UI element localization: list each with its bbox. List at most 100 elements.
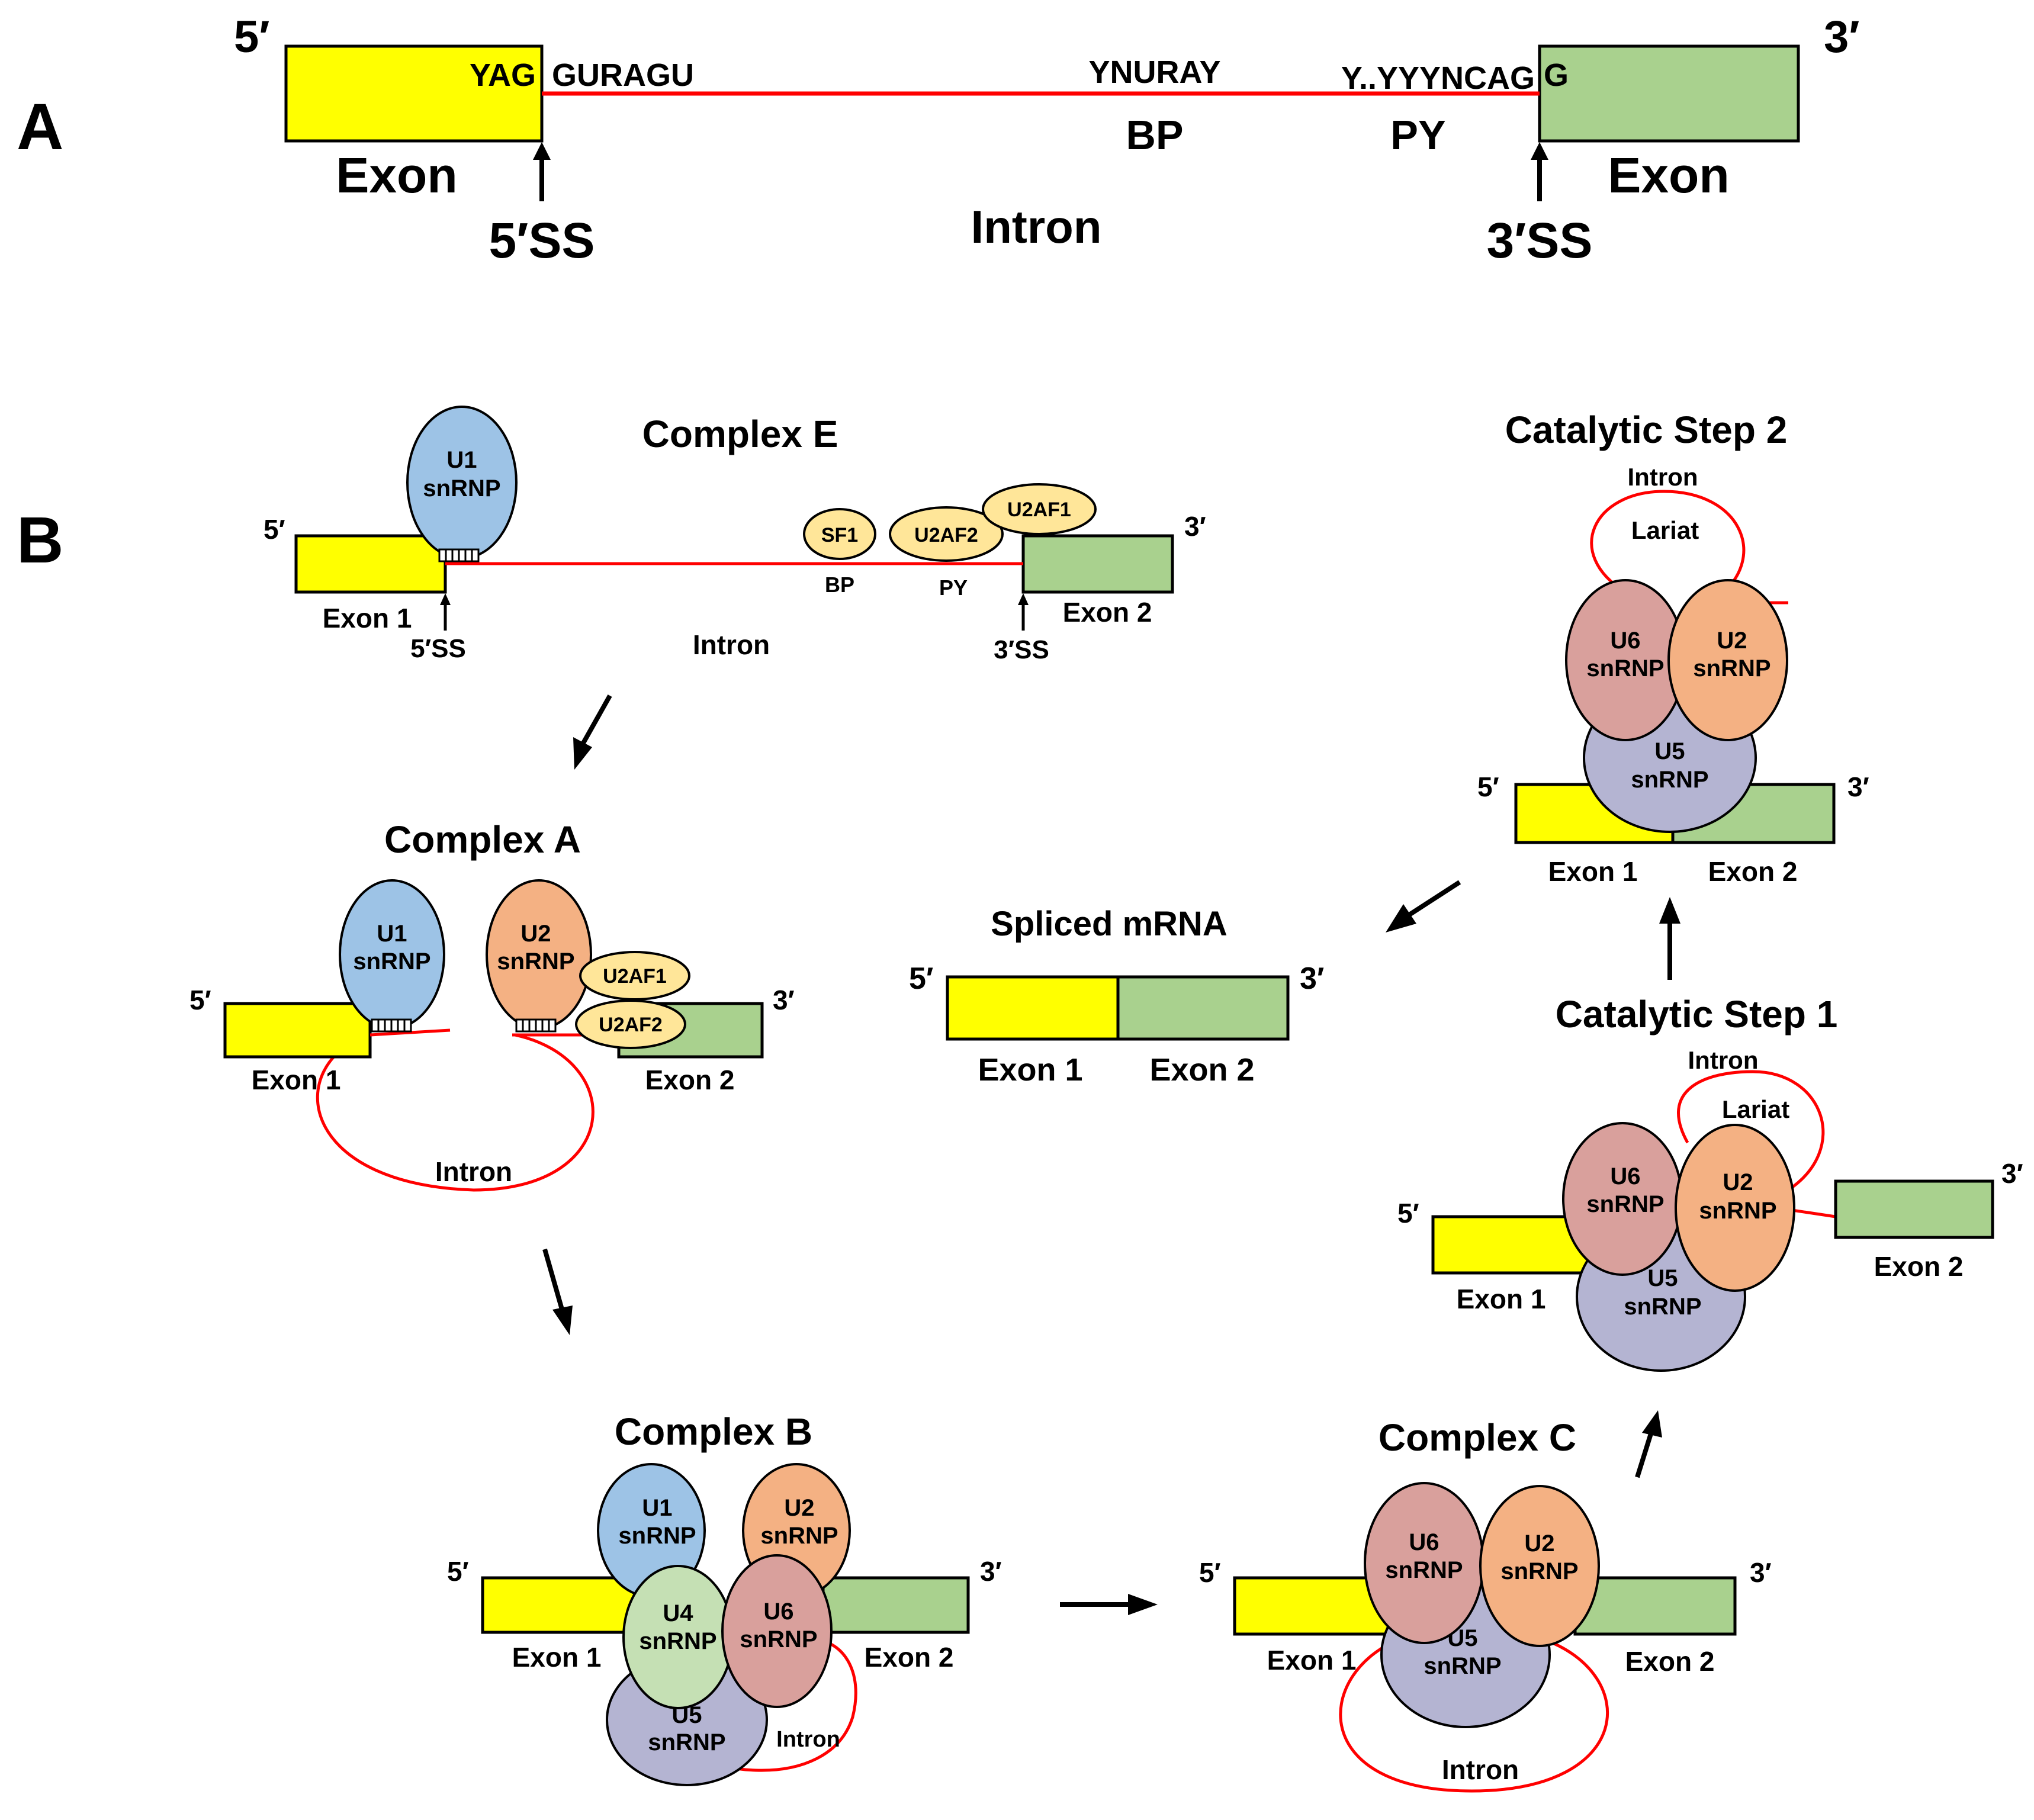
step1-u2-l2: snRNP — [1699, 1198, 1776, 1224]
panel-a-5ss-arrow — [533, 142, 551, 201]
step1-u2 — [1675, 1124, 1795, 1292]
complex-c-u2-l1: U2 — [1524, 1530, 1554, 1557]
step2-title: Catalytic Step 2 — [1505, 409, 1788, 451]
panel-a-guragu: GURAGU — [552, 57, 694, 93]
arrow-e-to-a — [573, 694, 612, 770]
complex-b-u6-l1: U6 — [763, 1599, 793, 1625]
complex-c-exon1-label: Exon 1 — [1267, 1645, 1357, 1676]
arrow-c-to-step1 — [1635, 1410, 1662, 1478]
complex-c-five-prime: 5′ — [1199, 1557, 1221, 1588]
step1-exon1-label: Exon 1 — [1457, 1284, 1546, 1314]
complex-a-intron-left — [369, 1028, 451, 1037]
complex-a-exon2-label: Exon 2 — [645, 1065, 735, 1095]
complex-e-5ss-arrow — [440, 593, 451, 631]
catalytic-step-2: Catalytic Step 2 Intron Lariat U5 snRNP … — [1477, 409, 1869, 887]
complex-b-exon1 — [481, 1576, 638, 1634]
complex-c-u6-l2: snRNP — [1385, 1557, 1463, 1583]
complex-a-intron-label: Intron — [435, 1156, 512, 1187]
panel-a-3ss-arrow — [1531, 142, 1548, 201]
panel-a-yag: YAG — [470, 57, 536, 93]
complex-b-exon1-label: Exon 1 — [512, 1642, 602, 1673]
catalytic-step-1: Catalytic Step 1 Intron Lariat U5 snRNP … — [1397, 993, 2023, 1372]
complex-e-3ss-arrow — [1018, 593, 1029, 631]
spliced-three-prime: 3′ — [1300, 962, 1324, 996]
complex-c-exon2 — [1573, 1576, 1737, 1636]
complex-e-sf1 — [803, 508, 876, 560]
step2-u6-l1: U6 — [1610, 628, 1640, 654]
panel-a-3ss-label: 3′SS — [1487, 213, 1593, 268]
step2-three-prime: 3′ — [1847, 771, 1869, 802]
complex-b-exon2 — [821, 1576, 970, 1634]
arrow-step2-to-spliced — [1386, 880, 1461, 932]
step1-exon2 — [1834, 1179, 1994, 1239]
complex-c-intron-loop — [1339, 1638, 1609, 1793]
complex-e-intron-label: Intron — [693, 629, 770, 660]
step2-u5-l2: snRNP — [1631, 767, 1708, 793]
complex-c-title: Complex C — [1379, 1416, 1576, 1459]
complex-e-three-prime: 3′ — [1184, 511, 1206, 542]
complex-e-u1-l1: U1 — [446, 447, 477, 473]
complex-a-intron-loop — [316, 1033, 595, 1192]
step1-u6-l2: snRNP — [1586, 1191, 1664, 1217]
complex-b-u6-l2: snRNP — [740, 1626, 817, 1652]
step1-u2-l1: U2 — [1723, 1169, 1753, 1195]
complex-e: Complex E U1 snRNP SF1 U2AF2 U2AF1 5′ 3′ — [264, 406, 1206, 664]
step2-lariat-loop — [1590, 490, 1746, 596]
complex-a-u2af2-label: U2AF2 — [599, 1014, 663, 1036]
step2-u2 — [1667, 579, 1788, 741]
panel-a-g: G — [1544, 57, 1569, 93]
step2-exon1-label: Exon 1 — [1548, 856, 1638, 887]
step1-lariat-loop — [1677, 1070, 1825, 1192]
complex-c-intron-label: Intron — [1442, 1754, 1519, 1785]
complex-e-u1-l2: snRNP — [423, 475, 500, 501]
complex-e-sf1-label: SF1 — [821, 524, 858, 546]
complex-b-u2-l2: snRNP — [760, 1523, 838, 1549]
spliced-exon2 — [1116, 975, 1290, 1041]
spliced-exon1-label: Exon 1 — [978, 1052, 1082, 1088]
complex-a-five-prime: 5′ — [189, 985, 211, 1015]
complex-e-five-prime: 5′ — [264, 514, 285, 545]
step2-u6-l2: snRNP — [1586, 655, 1664, 681]
complex-a-u2af2 — [575, 999, 686, 1049]
step2-intron-label: Intron — [1628, 463, 1698, 491]
complex-a-title: Complex A — [384, 818, 581, 861]
arrow-a-to-b — [542, 1248, 573, 1335]
complex-e-title: Complex E — [642, 413, 838, 455]
panel-a-exon-left-label: Exon — [336, 147, 457, 203]
panel-a-py: PY — [1390, 112, 1445, 158]
complex-a: Complex A U1 snRNP U2 snRNP — [189, 818, 795, 1192]
arrow-b-to-c — [1060, 1594, 1158, 1615]
panel-b: B Complex E U1 snRNP SF1 U2AF2 U2AF1 — [17, 406, 2023, 1793]
complex-b-three-prime: 3′ — [980, 1556, 1002, 1587]
spliced-title: Spliced mRNA — [991, 905, 1228, 943]
step1-lariat-label: Lariat — [1722, 1095, 1789, 1123]
complex-e-u2af1-label: U2AF1 — [1007, 499, 1071, 521]
complex-b: Complex B U1 snRNP U2 snRNP U5 snRNP U4 … — [447, 1410, 1002, 1786]
panel-a-label: A — [17, 91, 63, 163]
complex-e-py-label: PY — [939, 575, 968, 600]
spliced-exon2-label: Exon 2 — [1149, 1052, 1254, 1088]
complex-b-exon2-label: Exon 2 — [865, 1642, 954, 1673]
complex-b-title: Complex B — [615, 1410, 812, 1453]
panel-a-exon-right — [1538, 44, 1800, 143]
complex-a-u1-l1: U1 — [377, 921, 407, 947]
complex-e-3ss-label: 3′SS — [994, 635, 1049, 664]
panel-a: A 5′ 3′ YAG GURAGU YNURAY Y..YYYNCAG G E… — [17, 12, 1860, 268]
spliced-mrna: Spliced mRNA 5′ 3′ Exon 1 Exon 2 — [909, 905, 1324, 1088]
panel-b-label: B — [17, 504, 63, 577]
step1-u6-l1: U6 — [1610, 1163, 1640, 1189]
complex-b-u5-l2: snRNP — [648, 1729, 725, 1755]
panel-a-exon-left — [284, 44, 544, 143]
complex-a-u2-l1: U2 — [520, 921, 551, 947]
complex-e-u2af1 — [982, 483, 1097, 535]
complex-b-u1-l2: snRNP — [618, 1523, 696, 1549]
complex-a-exon1 — [223, 1002, 372, 1059]
complex-a-u1-l2: snRNP — [353, 948, 430, 975]
complex-c-exon1 — [1233, 1576, 1390, 1636]
complex-b-u1-l1: U1 — [642, 1495, 672, 1521]
step1-title: Catalytic Step 1 — [1556, 993, 1838, 1036]
complex-b-u4-l2: snRNP — [639, 1628, 716, 1654]
step2-lariat-label: Lariat — [1631, 516, 1699, 544]
step1-u5-l1: U5 — [1647, 1265, 1678, 1291]
complex-e-u2af2-label: U2AF2 — [914, 524, 978, 546]
